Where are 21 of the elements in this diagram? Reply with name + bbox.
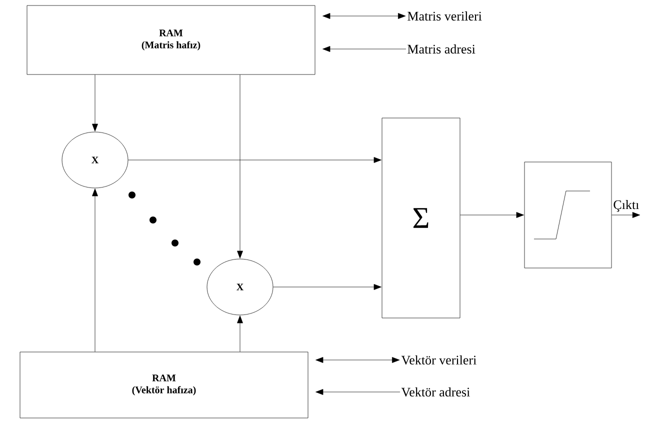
process-box: RAM (Matris hafız) xyxy=(26,5,316,75)
signal-label: Matris adresi xyxy=(408,44,476,54)
arrow xyxy=(322,13,406,19)
arrow xyxy=(316,357,400,363)
arrow xyxy=(322,46,406,52)
signal-label: Vektör adresi xyxy=(401,387,470,397)
arrow xyxy=(237,316,243,352)
arrow xyxy=(273,284,382,290)
arrow xyxy=(460,212,524,218)
arrow xyxy=(128,157,382,163)
process-box: Σ xyxy=(382,118,460,318)
signal-label: Vektör verileri xyxy=(401,355,476,365)
output-label: Çıktı xyxy=(614,200,639,212)
process-box: RAM (Vektör hafıza) xyxy=(20,352,308,418)
arrow xyxy=(237,74,243,258)
arrow xyxy=(92,188,98,352)
arrow xyxy=(316,389,400,395)
arrow xyxy=(612,212,640,218)
arrow xyxy=(92,74,98,132)
signal-label: Matris verileri xyxy=(408,11,482,21)
step-function-box xyxy=(524,162,612,268)
